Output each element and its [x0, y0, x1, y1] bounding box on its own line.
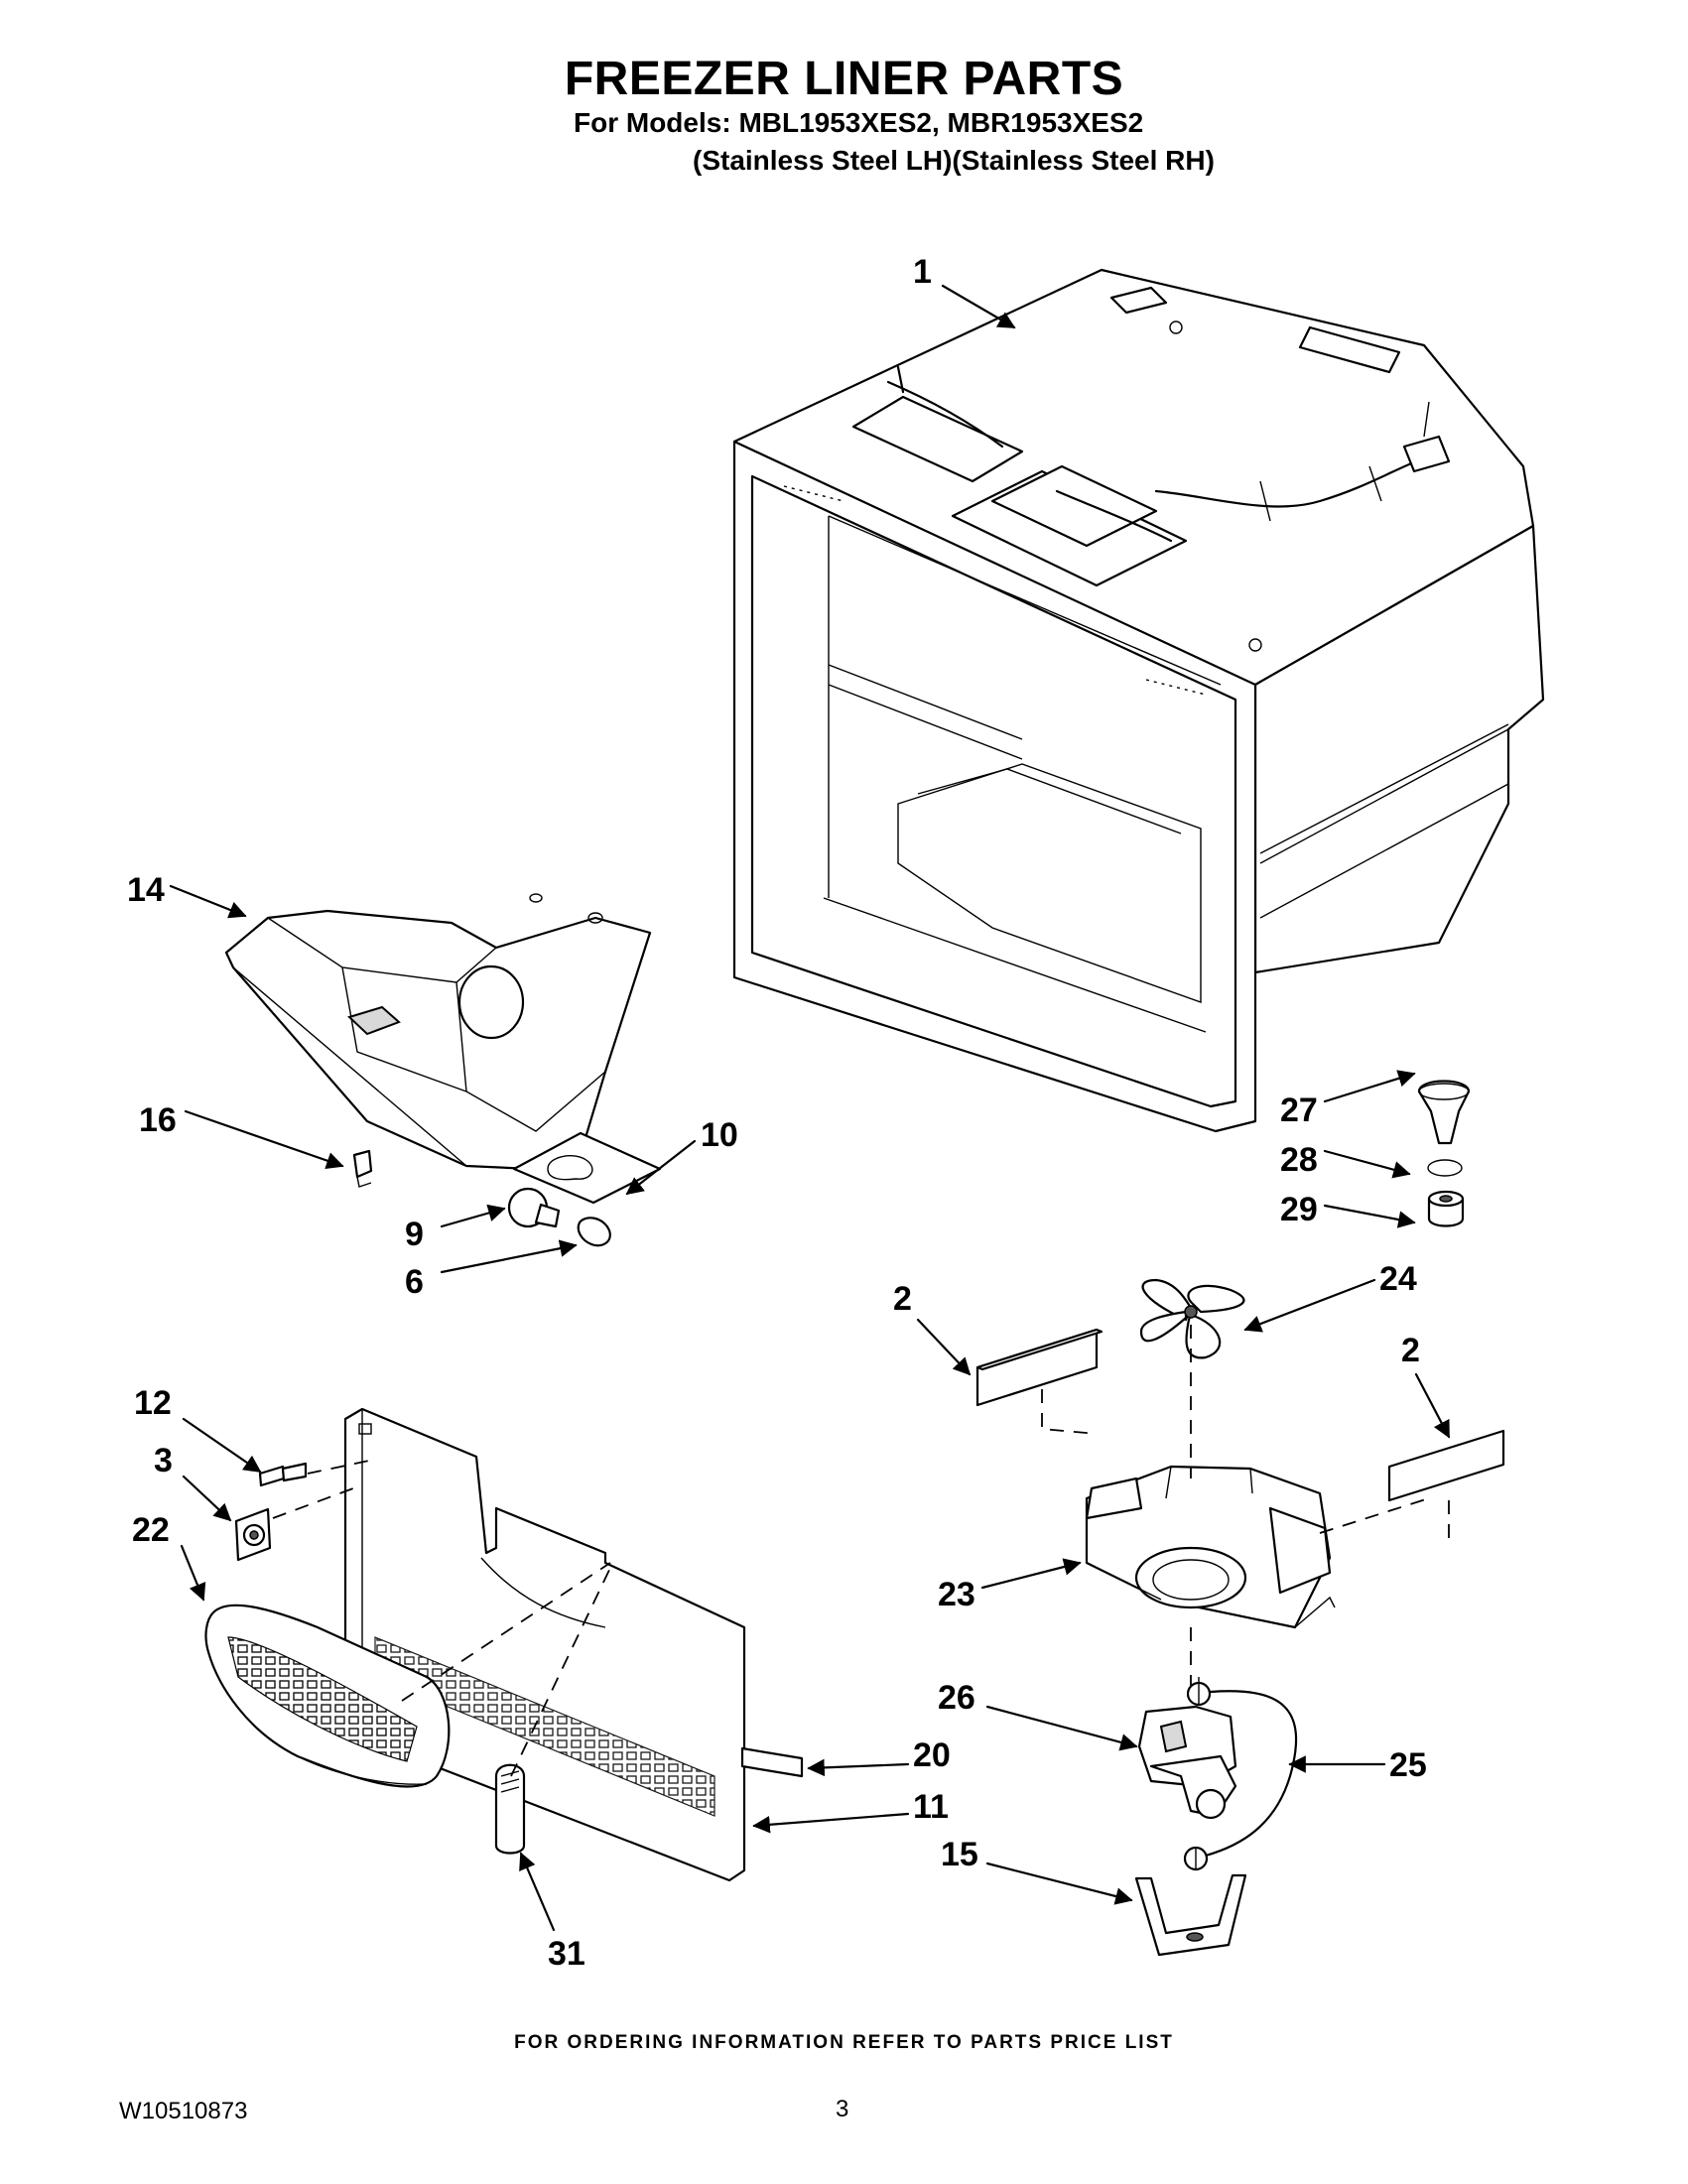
- callout-24: 24: [1379, 1260, 1417, 1298]
- evaporator-back-panel-part: [343, 1407, 746, 1882]
- fan-blade-part: [1139, 1278, 1245, 1359]
- o-ring-part: [1427, 1159, 1463, 1177]
- leader-arrows: [169, 284, 1451, 1932]
- grommet-part: [1427, 1190, 1465, 1227]
- clip-part: [352, 1149, 373, 1188]
- page-number: 3: [836, 2096, 849, 2122]
- models-line: For Models: MBL1953XES2, MBR1953XES2: [574, 107, 1144, 138]
- callout-23: 23: [938, 1576, 975, 1613]
- callout-2-left: 2: [893, 1280, 912, 1318]
- callout-22: 22: [132, 1511, 170, 1549]
- light-housing-part: [234, 1507, 272, 1562]
- insulation-strip-left-part: [975, 1328, 1104, 1407]
- page-title: FREEZER LINER PARTS: [564, 53, 1124, 105]
- callout-6: 6: [405, 1263, 424, 1301]
- drain-trough-part: [1417, 1080, 1471, 1145]
- motor-bracket-part: [1134, 1846, 1247, 1957]
- callout-29: 29: [1280, 1191, 1318, 1228]
- screw-part: [258, 1462, 308, 1487]
- thermistor-part: [494, 1763, 526, 1855]
- wire-harness-part: [1204, 1690, 1298, 1858]
- callout-25: 25: [1389, 1746, 1427, 1784]
- callout-26: 26: [938, 1679, 975, 1717]
- callout-9: 9: [405, 1216, 424, 1253]
- callout-labels: 1 14 16 10 9 6 27 28 29 2 24 2 12 3 22 2…: [127, 253, 1427, 1973]
- callout-27: 27: [1280, 1092, 1318, 1129]
- callout-3: 3: [154, 1442, 173, 1479]
- document-number: W10510873: [119, 2098, 248, 2124]
- foam-strip-part: [740, 1746, 804, 1778]
- alignment-lines: [272, 1325, 1450, 1777]
- fan-shroud-part: [1085, 1465, 1336, 1629]
- callout-15: 15: [941, 1836, 978, 1873]
- callout-28: 28: [1280, 1141, 1318, 1179]
- callout-10: 10: [701, 1116, 738, 1154]
- ordering-note: FOR ORDERING INFORMATION REFER TO PARTS …: [514, 2032, 1174, 2053]
- callout-2-right: 2: [1401, 1332, 1420, 1369]
- evaporator-cover-part: [224, 893, 652, 1173]
- freezer-liner-part: [732, 268, 1545, 1133]
- callout-12: 12: [134, 1384, 172, 1422]
- variants-line: (Stainless Steel LH)(Stainless Steel RH): [693, 145, 1215, 176]
- callout-11: 11: [913, 1788, 949, 1826]
- fan-motor-part: [1137, 1677, 1237, 1820]
- light-bulb-part: [507, 1187, 561, 1228]
- callout-1: 1: [913, 253, 932, 291]
- light-socket-part: [577, 1217, 611, 1247]
- grille-cover-part: [204, 1604, 451, 1788]
- callout-16: 16: [139, 1101, 177, 1139]
- callout-20: 20: [913, 1736, 951, 1774]
- insulation-strip-right-part: [1387, 1429, 1505, 1502]
- callout-14: 14: [127, 871, 165, 909]
- callout-31: 31: [548, 1935, 585, 1973]
